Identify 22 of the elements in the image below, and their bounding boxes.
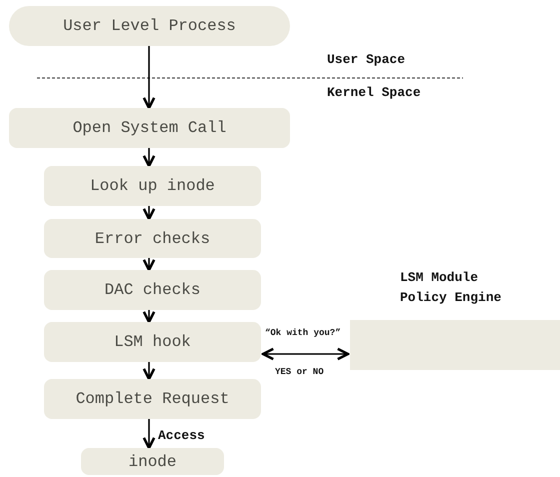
arrow	[142, 46, 156, 110]
arrow	[262, 348, 350, 360]
arrow	[142, 206, 156, 220]
arrow	[142, 362, 156, 380]
process-box: inode	[81, 448, 224, 475]
process-box: LSM hook	[44, 322, 261, 362]
process-box: Complete Request	[44, 379, 261, 419]
process-box: Look up inode	[44, 166, 261, 206]
arrow	[142, 310, 156, 324]
edge-label: Access	[158, 428, 205, 443]
arrow	[142, 258, 156, 272]
process-pill: User Level Process	[9, 6, 290, 46]
edge-label: “Ok with you?”	[265, 328, 341, 338]
region-label: Kernel Space	[327, 85, 421, 100]
response-label: YES or NO	[275, 367, 324, 377]
arrow	[142, 419, 156, 450]
region-label: User Space	[327, 52, 406, 67]
process-box: Open System Call	[9, 108, 290, 148]
process-box: Error checks	[44, 219, 261, 258]
arrow	[142, 148, 156, 168]
process-box: DAC checks	[44, 270, 261, 310]
engine-heading: LSM Module Policy Engine	[400, 269, 502, 307]
